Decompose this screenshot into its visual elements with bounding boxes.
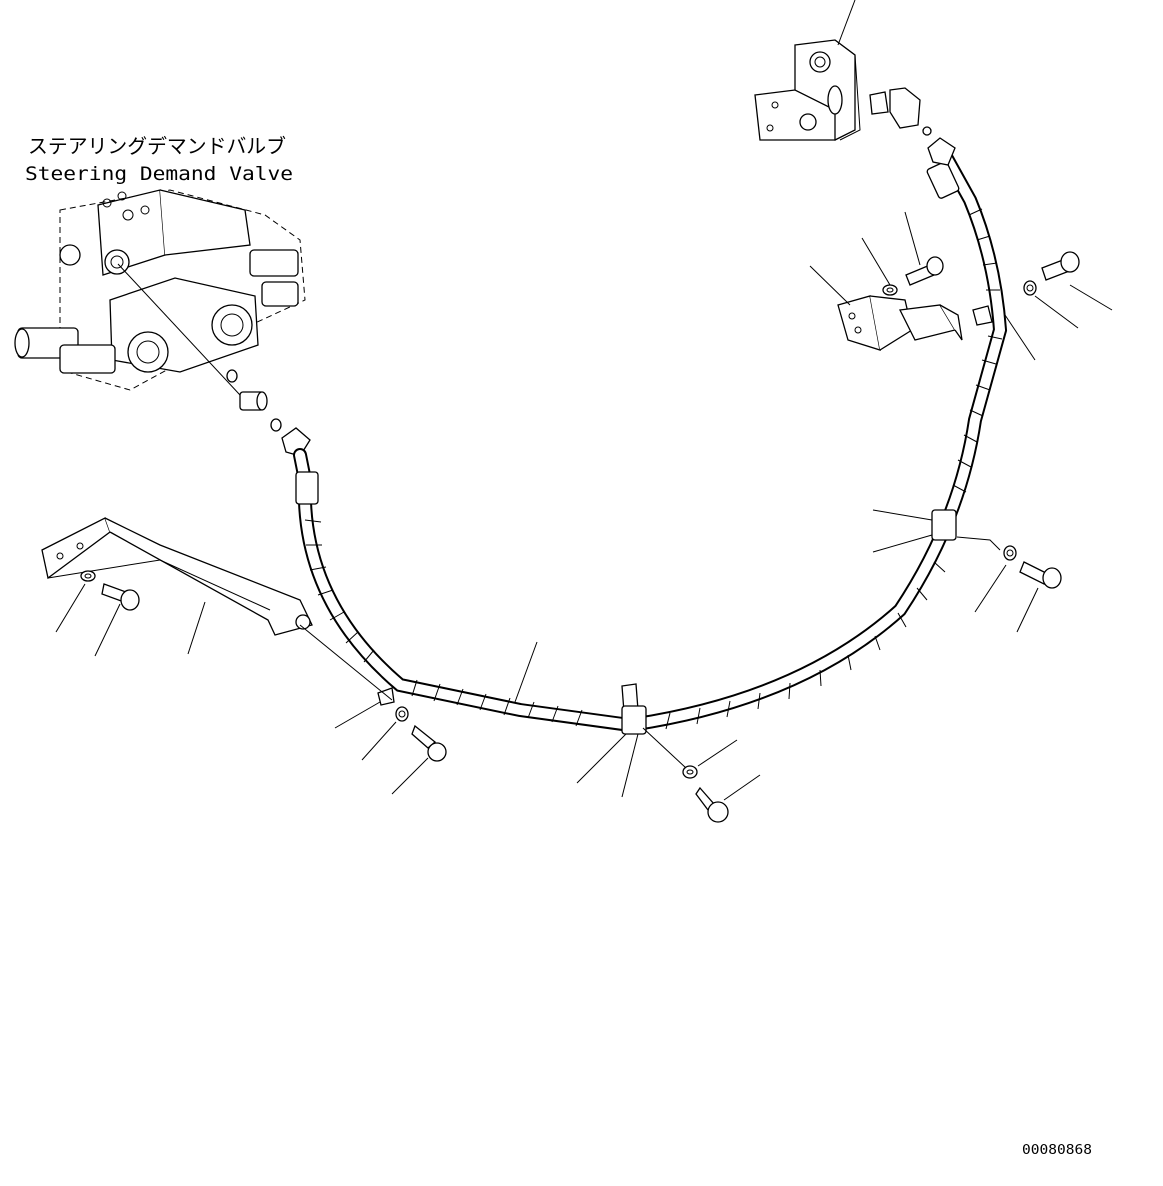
hydraulic-hose — [293, 137, 1008, 733]
upper-valve-block — [754, 39, 932, 141]
left-adapter-fitting — [226, 369, 311, 457]
left-bracket — [41, 517, 313, 636]
hose-clamp-right — [931, 509, 1062, 589]
right-bracket — [837, 251, 1080, 351]
leader-lines — [55, 0, 1113, 801]
steering-demand-valve — [14, 189, 306, 396]
drawing-number: 00080868 — [1022, 1143, 1092, 1158]
hose-clamp-center — [621, 683, 729, 823]
valve-label-japanese: ステアリングデマンドバルブ — [28, 134, 286, 158]
valve-label-english: Steering Demand Valve — [25, 163, 293, 185]
